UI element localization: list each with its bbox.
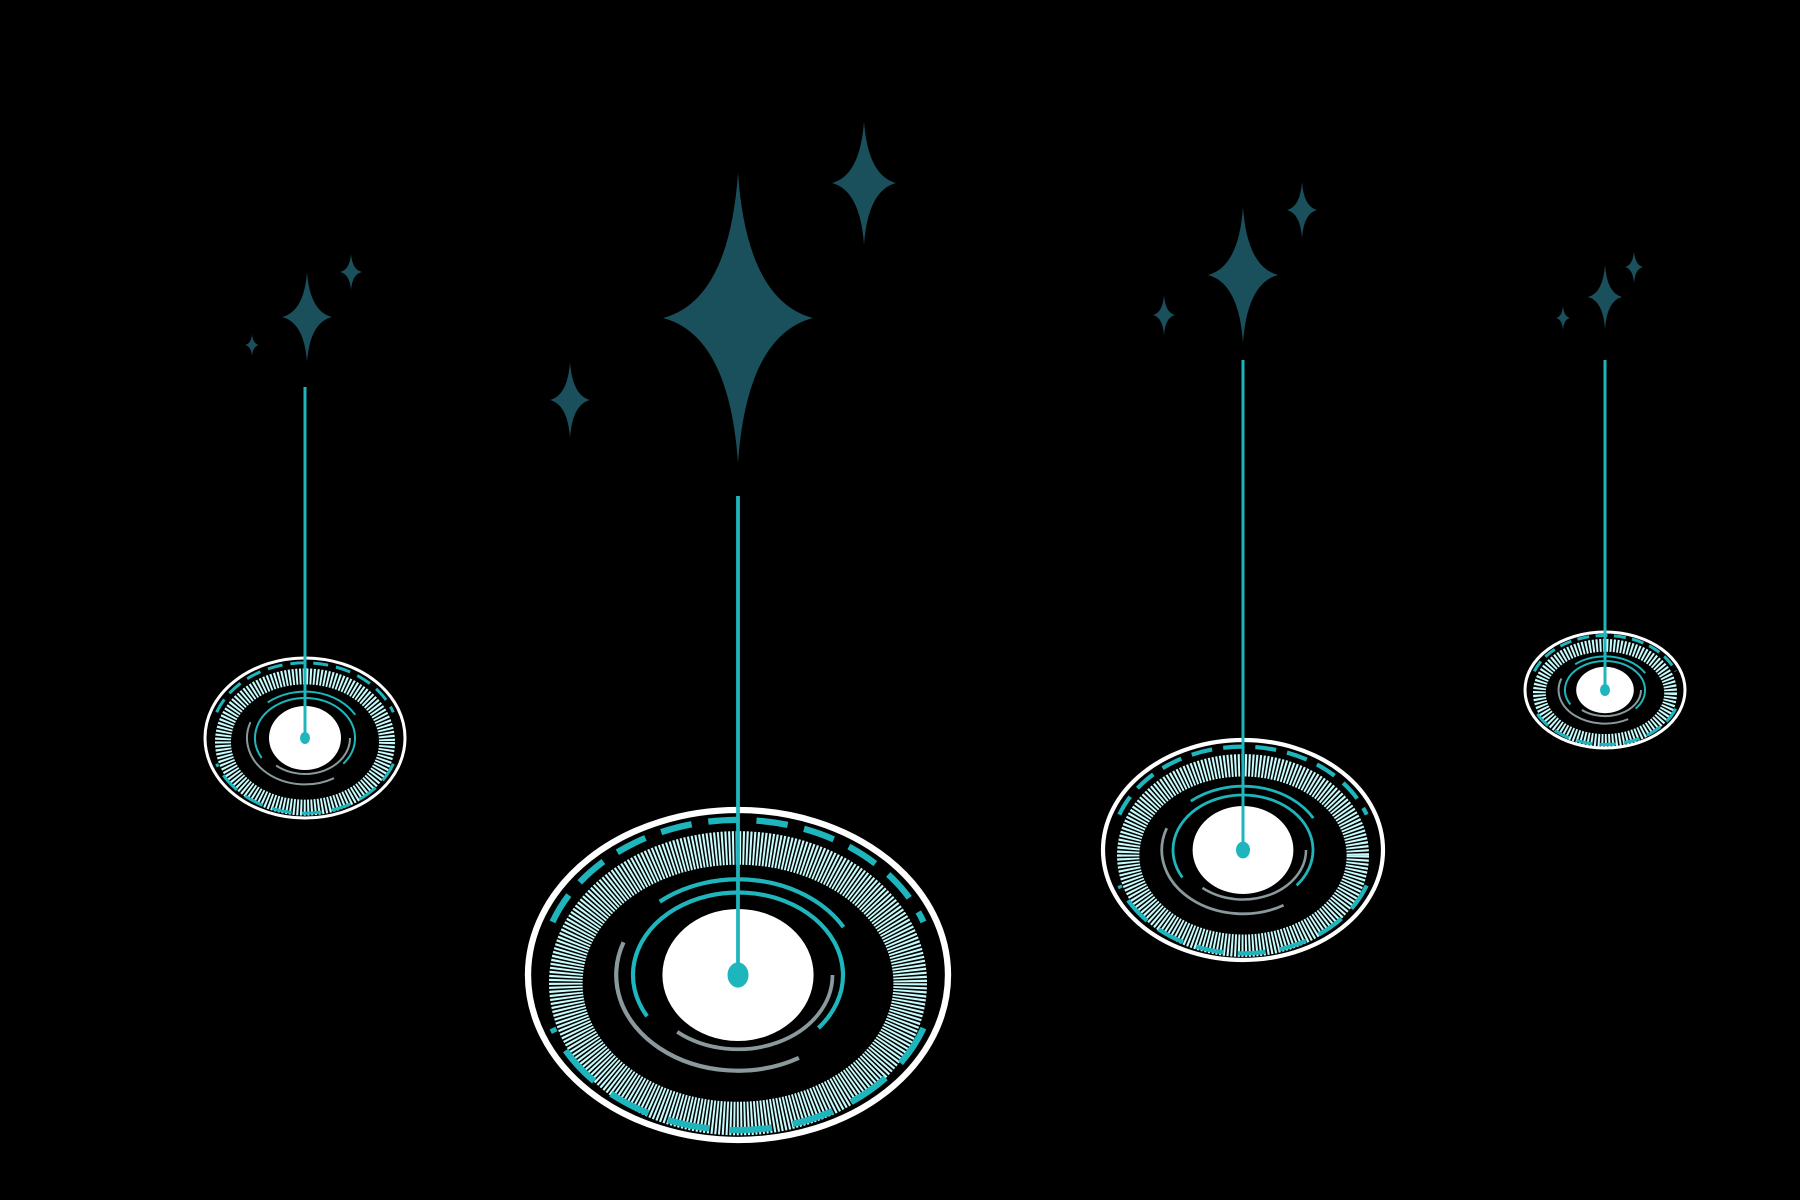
sparkle-star-icon	[1208, 207, 1278, 343]
hatched-band-ring	[548, 831, 927, 1136]
sparkle-star-icon	[245, 334, 259, 356]
inner-arc-gray	[614, 941, 800, 1073]
inner-arc	[254, 697, 356, 765]
dashed-accent-arc	[549, 1026, 927, 1134]
sparkle-star-icon	[340, 254, 362, 290]
anchor-dot	[300, 732, 310, 744]
inner-arc-gray	[676, 974, 835, 1052]
inner-arc	[1574, 655, 1646, 674]
inner-arc-gray	[1581, 689, 1642, 718]
inner-arc	[630, 890, 846, 1030]
inner-arc-gray	[1557, 678, 1629, 725]
sparkle-star-icon	[663, 173, 813, 463]
sparkle-star-icon	[1287, 182, 1317, 238]
sparkle-star-icon	[282, 272, 332, 362]
dashed-accent-arc	[1117, 884, 1369, 956]
sparkle-star-icon	[1556, 306, 1570, 330]
inner-arc	[1171, 793, 1315, 887]
sparkle-star-icon	[1588, 265, 1622, 329]
inner-arc	[1190, 784, 1315, 819]
sparkle-star-icon	[1625, 251, 1643, 283]
sparkle-star-icon	[1153, 295, 1175, 335]
sparkle-star-icon	[832, 121, 896, 245]
inner-arc	[658, 877, 846, 929]
inner-arc-gray	[275, 737, 351, 775]
sparkle-star-icon	[550, 362, 590, 438]
dashed-accent-arc	[215, 763, 395, 815]
inner-arc-gray	[1160, 827, 1285, 916]
anchor-dot	[727, 962, 749, 988]
anchor-dot	[1600, 684, 1610, 696]
inner-arc	[1564, 660, 1646, 710]
inner-arc	[267, 690, 357, 716]
inner-arc-gray	[246, 721, 335, 786]
anchor-dot	[1236, 841, 1250, 859]
inner-arc-gray	[1201, 849, 1308, 901]
dashed-accent-arc	[1533, 707, 1677, 747]
